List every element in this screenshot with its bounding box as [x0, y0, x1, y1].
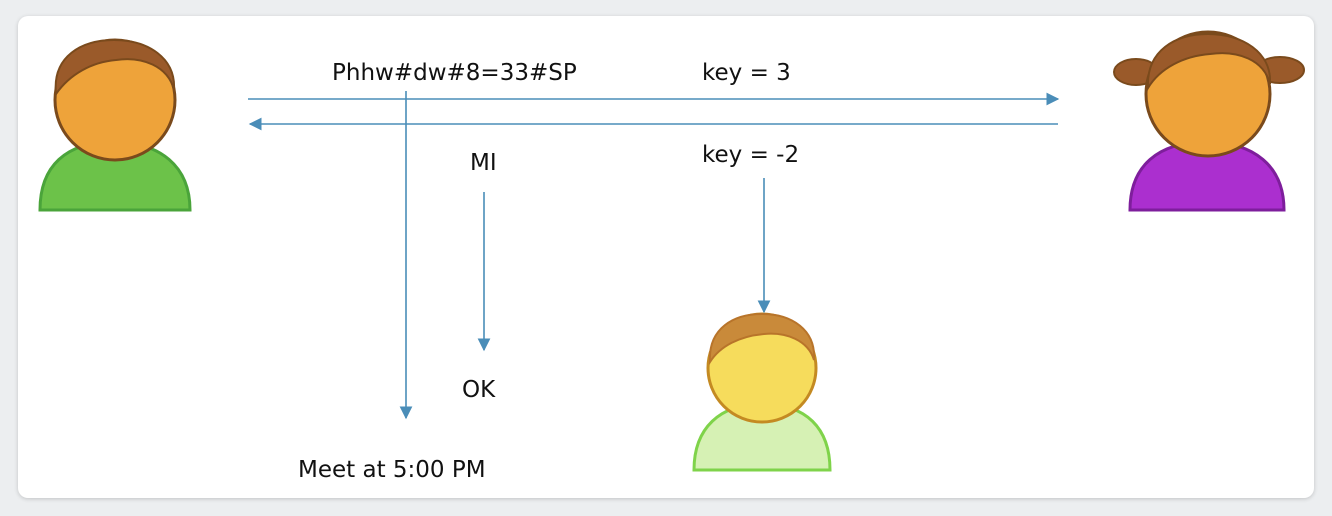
reply-ciphertext-label: MI [470, 150, 497, 176]
sender-avatar [38, 38, 192, 212]
reply-plaintext-label: OK [462, 377, 496, 403]
plaintext-label: Meet at 5:00 PM [298, 457, 486, 483]
encryption-diagram: Phhw#dw#8=33#SP key = 3 MI key = -2 OK M… [38, 30, 1305, 483]
key-forward-label: key = 3 [702, 60, 791, 86]
sender-hair [54, 38, 176, 97]
diagram-frame: Phhw#dw#8=33#SP key = 3 MI key = -2 OK M… [18, 16, 1314, 498]
receiver-hair [1146, 32, 1272, 92]
ciphertext-label: Phhw#dw#8=33#SP [332, 60, 577, 86]
eavesdropper-avatar [692, 312, 832, 472]
eavesdropper-hair [708, 312, 816, 366]
key-back-label: key = -2 [702, 142, 799, 168]
receiver-avatar [1113, 30, 1305, 212]
